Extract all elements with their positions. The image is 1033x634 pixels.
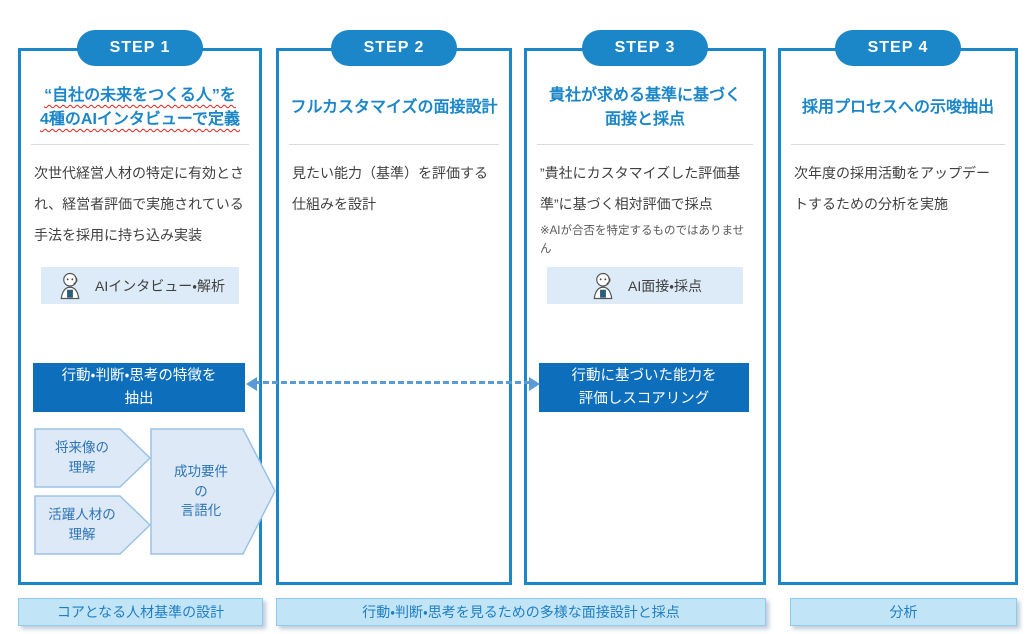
step1-box: “自社の未来をつくる人”を 4種のAIインタビューで定義 次世代経営人材の特定に…	[18, 48, 276, 585]
chevron-shape	[150, 428, 276, 555]
chevron-shape	[34, 428, 152, 488]
divider	[289, 144, 499, 145]
step3-ai-method-badge: AI面接・採点	[547, 267, 743, 304]
step4-box: 採用プロセスへの示唆抽出 次年度の採用活動をアップデートするための分析を実施	[778, 48, 1018, 585]
divider	[791, 144, 1005, 145]
step3-title: 貴社が求める基準に基づく 面接と採点	[548, 87, 741, 128]
step3-highlight-box: 行動に基づいた能力を 評価しスコアリング	[539, 363, 749, 412]
step3-column: STEP 3 貴社が求める基準に基づく 面接と採点 ”貴社にカスタマイズした評価…	[524, 30, 766, 585]
step4-badge: STEP 4	[835, 30, 961, 66]
divider	[31, 144, 249, 145]
ai-robot-icon	[60, 272, 80, 299]
chevron-shape	[34, 495, 152, 555]
ai-robot-icon	[593, 272, 613, 299]
step2-title: フルカスタマイズの面接設計	[290, 99, 498, 116]
step1-title: “自社の未来をつくる人”を 4種のAIインタビューで定義	[40, 87, 240, 128]
arrow-left-icon	[246, 377, 257, 391]
dashed-connector-line	[254, 381, 530, 384]
arrow-right-icon	[529, 377, 540, 391]
step4-column: STEP 4 採用プロセスへの示唆抽出 次年度の採用活動をアップデートするための…	[778, 30, 1018, 585]
step2-column: STEP 2 フルカスタマイズの面接設計 見たい能力（基準）を評価する仕組みを設…	[276, 30, 512, 585]
step2-badge: STEP 2	[331, 30, 457, 66]
footer-analysis: 分析	[790, 598, 1017, 626]
step4-description: 次年度の採用活動をアップデートするための分析を実施	[794, 165, 990, 212]
step1-ai-label: AIインタビュー・解析	[95, 277, 225, 294]
step3-box: 貴社が求める基準に基づく 面接と採点 ”貴社にカスタマイズした評価基準”に基づく…	[524, 48, 766, 585]
chevron-active-talent-label: 活躍人材の 理解	[48, 507, 116, 542]
step2-description: 見たい能力（基準）を評価する仕組みを設計	[292, 165, 488, 212]
step1-column: STEP 1 “自社の未来をつくる人”を 4種のAIインタビューで定義 次世代経…	[18, 30, 276, 585]
footer-core-criteria: コアとなる人材基準の設計	[18, 598, 263, 626]
chevron-success-factors-label: 成功要件 の 言語化	[174, 464, 228, 519]
divider	[537, 144, 753, 145]
step3-ai-label: AI面接・採点	[628, 277, 702, 294]
step1-ai-method-badge: AIインタビュー・解析	[41, 267, 239, 304]
step4-title: 採用プロセスへの示唆抽出	[801, 99, 994, 116]
chevron-success-factors: 成功要件 の 言語化	[150, 428, 276, 555]
step3-disclaimer: ※AIが合否を特定するものではありません	[540, 224, 745, 255]
step1-highlight-box: 行動・判断・思考の特徴を 抽出	[33, 363, 245, 412]
chevron-future-vision: 将来像の 理解	[34, 428, 152, 488]
chevron-future-vision-label: 将来像の 理解	[55, 440, 109, 475]
step1-description: 次世代経営人材の特定に有効とされ、経営者評価で実施されている手法を採用に持ち込み…	[34, 165, 244, 243]
chevron-active-talent: 活躍人材の 理解	[34, 495, 152, 555]
step1-badge: STEP 1	[77, 30, 203, 66]
step3-description: ”貴社にカスタマイズした評価基準”に基づく相対評価で採点	[540, 165, 741, 212]
step3-badge: STEP 3	[582, 30, 708, 66]
footer-interview-design-scoring: 行動・判断・思考を見るための多様な面接設計と採点	[276, 598, 766, 626]
step2-box: フルカスタマイズの面接設計 見たい能力（基準）を評価する仕組みを設計	[276, 48, 512, 585]
